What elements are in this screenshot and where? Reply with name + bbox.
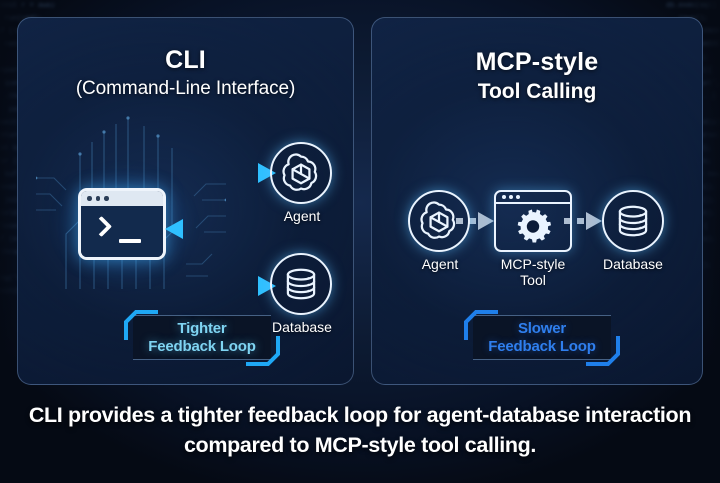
gear-icon [517,209,551,243]
terminal-cursor-icon [119,239,141,243]
mcp-badge-text: Slower Feedback Loop [464,320,620,356]
mcp-tool-label: MCP-style Tool [479,256,587,288]
database-cylinder-icon [286,268,316,300]
cli-badge-line2: Feedback Loop [148,338,256,355]
cli-feedback-badge: Tighter Feedback Loop [124,310,280,366]
cli-agent-label: Agent [283,208,321,224]
mcp-tool-dot-1 [502,195,506,199]
cli-panel-title: CLI [165,46,206,74]
mcp-agent-label: Agent [421,256,459,272]
openai-logo-icon [282,153,318,191]
mcp-feedback-badge: Slower Feedback Loop [464,310,620,366]
panel-mcp: MCP-style Tool Calling [371,17,703,385]
mcp-tool-titlebar [496,192,570,204]
terminal-titlebar [81,191,163,206]
panel-cli: CLI (Command-Line Interface) [17,17,354,385]
mcp-database-label: Database [603,256,663,272]
terminal-window-icon [78,188,166,260]
database-cylinder-icon [618,205,648,237]
cli-database-label: Database [272,319,332,335]
mcp-tool-label-line1: MCP-style [500,256,566,272]
cli-database-icon [270,253,332,315]
mcp-tool-dot-3 [516,195,520,199]
terminal-body [81,206,163,257]
mcp-panel-title: MCP-style [475,48,599,76]
summary-caption: CLI provides a tighter feedback loop for… [28,403,692,457]
mcp-badge-line2: Feedback Loop [488,338,596,355]
terminal-dot-2 [95,196,100,201]
mcp-diagram: Agent MCP-style Tool [372,18,702,384]
mcp-badge-line1: Slower [518,320,566,337]
cli-panel-subtitle: (Command-Line Interface) [75,78,296,99]
mcp-tool-label-line2: Tool [520,272,546,288]
openai-logo-icon [420,201,456,239]
terminal-dot-1 [87,196,92,201]
mcp-tool-icon [494,190,572,252]
cli-badge-text: Tighter Feedback Loop [124,320,280,356]
cli-diagram: Agent Database [18,18,353,384]
mcp-agent-icon [408,190,470,252]
mcp-tool-dot-2 [509,195,513,199]
cli-agent-icon [270,142,332,204]
cli-flow-arrows [165,163,276,296]
cli-badge-line1: Tighter [177,320,227,337]
mcp-database-icon [602,190,664,252]
mcp-panel-subtitle: Tool Calling [477,80,597,103]
terminal-dot-3 [104,196,109,201]
